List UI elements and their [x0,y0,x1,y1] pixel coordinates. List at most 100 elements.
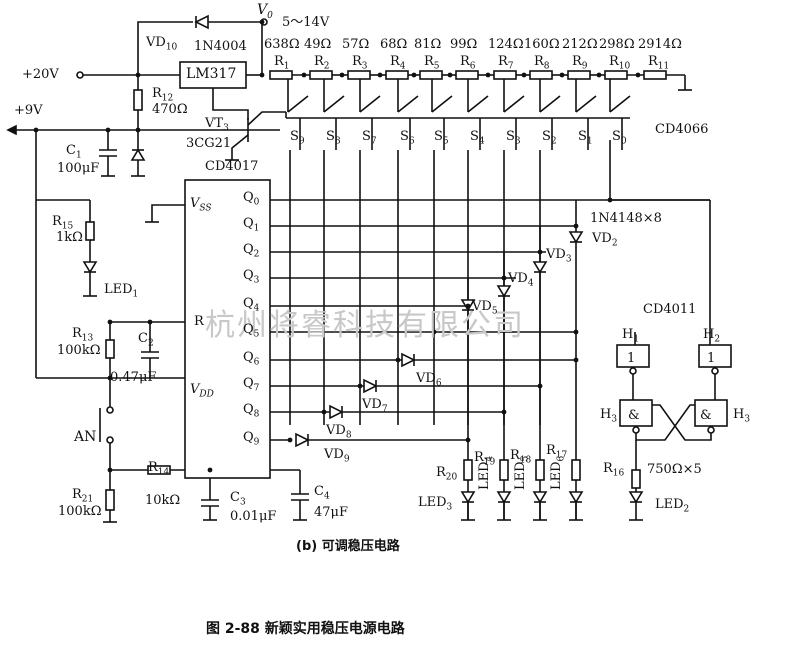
h2-label: H2 [703,327,721,345]
resistor-label-r10-sub: 10 [618,61,631,72]
resistor-value-r2: 49Ω [304,37,332,52]
junction-dot [447,72,453,78]
junction-dot [107,319,113,325]
r20-label: R20 [436,465,458,483]
c3-label: C3 [230,490,246,508]
junction-dot [573,223,579,229]
resistor-label-r2-sub: 2 [323,61,330,72]
nand-right-bubble [707,426,715,434]
junction-dot [259,19,265,25]
switch-s5-blade [431,95,453,113]
vt3-collector [247,111,286,126]
plus9v-label: +9V [14,103,43,118]
r15-label: R15 [52,214,74,232]
switch-label-s5-sub: 5 [442,136,449,147]
output-label-q8-sub: 8 [253,409,260,420]
led6-label: LED6 [549,455,567,490]
resistor-r2 [309,70,333,80]
switch-label-s3-sub: 3 [514,136,521,147]
c1-value: 100μF [57,161,100,176]
r15-resistor [85,221,95,241]
r19-label: R19 [474,450,496,468]
junction-dot [501,275,507,281]
junction-dot [465,437,471,443]
switch-s7-blade [359,95,381,113]
switch-label-s9-sub: 9 [298,136,305,147]
diode-label-vd4: VD4 [508,271,534,289]
junction-dot [431,329,437,335]
nand-gate-left [619,399,653,427]
diode-label-vd9: VD9 [324,447,350,465]
junction-dot [537,249,543,255]
switch-label-s0: S0 [612,129,627,147]
switch-s3-blade [503,95,525,113]
resistor-label-r11: R11 [648,54,670,72]
resistor-label-r8-sub: 8 [543,61,550,72]
h2-gate-symbol: 1 [707,351,716,366]
c2-label: C2 [138,331,154,349]
switch-label-s5: S5 [434,129,449,147]
resistor-label-r10: R10 [609,54,631,72]
r13-resistor [105,339,115,359]
output-resistor [535,459,545,481]
diode-label-vd2-sub: 2 [611,238,618,249]
vout-label: V0 [257,2,273,21]
nand-right-symbol: & [700,408,712,423]
vd10-diode [194,14,209,30]
switch-label-s4: S4 [470,129,485,147]
diode-label-vd5-sub: 5 [491,306,498,317]
output-label-q8: Q8 [243,402,260,420]
resistor-label-r9-sub: 9 [581,61,588,72]
h1-label: H1 [622,327,640,345]
c1-label: C1 [66,143,82,161]
vout-range: 5～14V [282,15,330,30]
lm317-label: LM317 [186,66,237,82]
junction-dot [207,467,213,473]
output-label-q3-sub: 3 [253,275,260,286]
h1-inverter [616,344,650,368]
output-label-q9: Q9 [243,430,260,448]
resistor-label-r2: R2 [314,54,330,72]
output-led [532,491,548,504]
diode-label-vd3-sub: 3 [565,254,572,265]
led5-label: LED5 [513,455,531,490]
junction-dot [107,375,113,381]
lm317-regulator [179,61,247,89]
junction-dot [339,72,345,78]
switch-s4-blade [467,95,489,113]
junction-dot [33,127,39,133]
r16-label: R16 [603,461,625,479]
vdd-label: VDD [190,382,214,400]
resistor-label-r3: R3 [352,54,368,72]
vss-label: VSS [190,196,212,214]
output-label-q1: Q1 [243,216,260,234]
cd4017-ic [184,179,271,479]
output-led [460,491,476,504]
vd4-diode [496,285,512,298]
junction-dot [301,72,307,78]
output-resistor [463,459,473,481]
an-switch-terminal [106,406,114,414]
led4-label: LED4 [477,455,495,490]
output-led [496,491,512,504]
plus20v-label: +20V [22,67,59,82]
diode-label-vd2: VD2 [592,231,618,249]
switch-s2-blade [539,95,561,113]
vt3-part: 3CG21 [186,136,232,151]
resistor-label-r11-sub: 11 [657,61,670,72]
resistor-r10 [604,70,628,80]
switch-label-s1: S1 [578,129,593,147]
vd9-diode [295,432,310,448]
nand-gate-right [694,399,728,427]
cross-wire [635,404,695,441]
resistor-r7 [493,70,517,80]
diode-array-label: 1N4148×8 [590,211,662,226]
switch-label-s9: S9 [290,129,305,147]
r14-value: 10kΩ [145,493,181,508]
switch-s9-blade [287,95,309,113]
cd4017-label: CD4017 [205,159,259,174]
resistor-value-r10: 298Ω [599,37,635,52]
resistor-label-r9: R9 [572,54,588,72]
resistor-r4 [385,70,409,80]
switch-s8-blade [323,95,345,113]
